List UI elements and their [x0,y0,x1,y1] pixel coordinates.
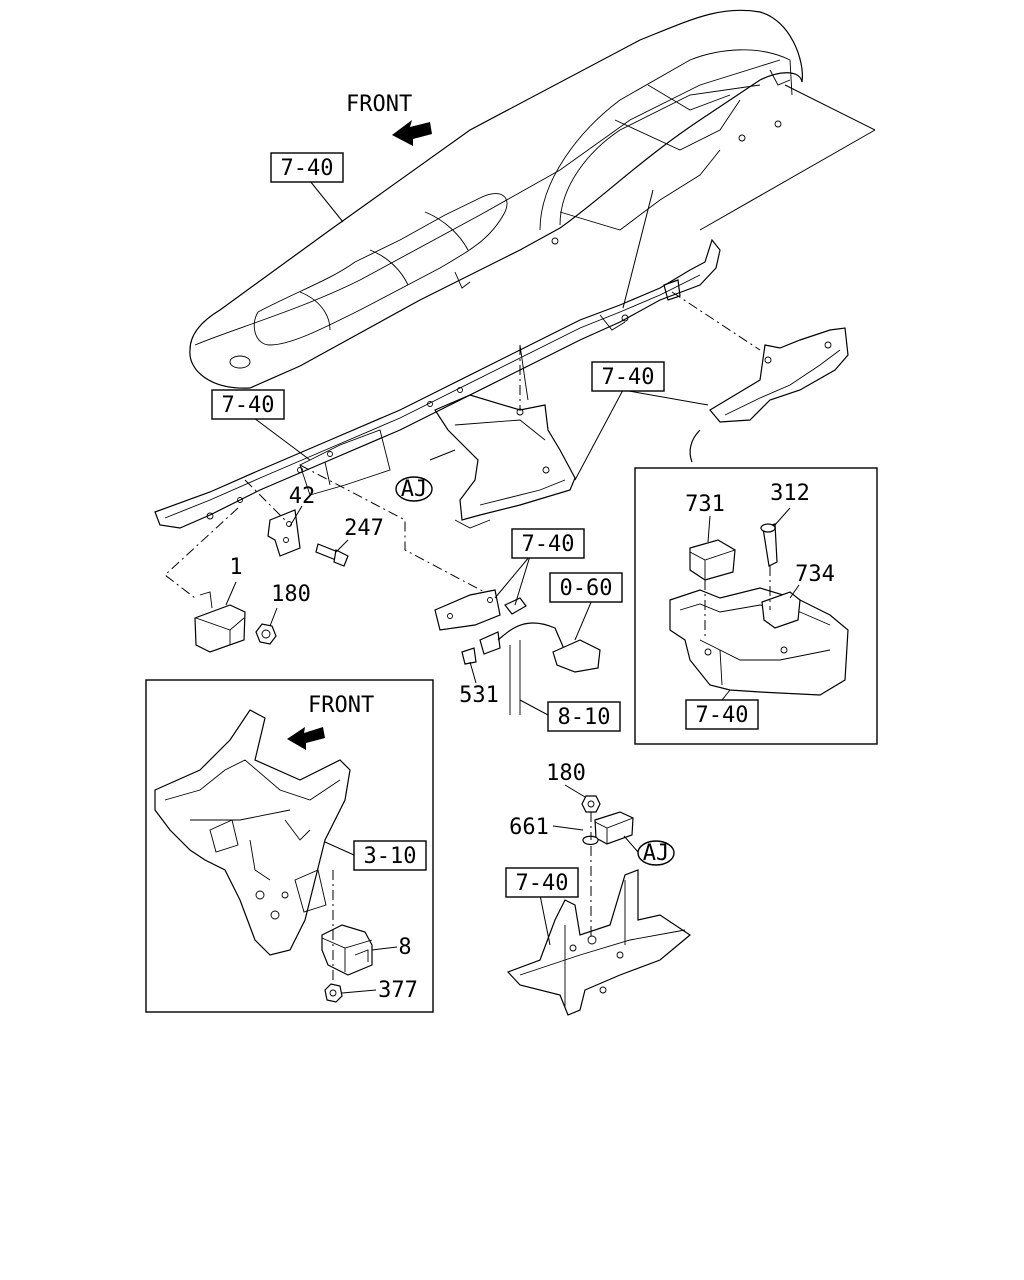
cross-beam [154,238,721,529]
module-1 [194,591,246,653]
right-bracket [663,279,849,463]
ref-7-40-right: 7-40 [591,361,665,392]
svg-text:7-40: 7-40 [522,532,575,557]
svg-text:7-40: 7-40 [222,393,275,418]
front-arrow-top: FRONT [346,92,432,146]
center-bracket [434,345,576,529]
ref-3-10: 3-10 [353,840,427,871]
svg-text:0-60: 0-60 [560,576,613,601]
part-number-8: 8 [398,935,411,960]
ref-7-40-inset: 7-40 [685,699,759,730]
ref-8-10: 8-10 [547,701,621,732]
part-number-247: 247 [344,516,384,541]
dashboard-panel [189,9,803,389]
aj-callout-2: AJ [637,840,675,866]
nut-180-a [255,623,277,645]
inset-right [634,467,878,745]
part-number-731: 731 [685,492,725,517]
part-number-312: 312 [770,481,810,506]
ref-7-40-bracket: 7-40 [511,528,585,559]
part-number-180-b: 180 [546,761,586,786]
part-number-180-a: 180 [271,582,311,607]
switch-bracket [434,589,601,715]
svg-text:AJ: AJ [643,841,670,866]
part-number-734: 734 [795,562,835,587]
bottom-assembly [506,795,692,1016]
svg-text:3-10: 3-10 [364,844,417,869]
front-label-top: FRONT [346,92,412,117]
part-number-377: 377 [378,978,418,1003]
ref-7-40-bottom: 7-40 [505,867,579,898]
bracket-42 [267,509,301,557]
svg-text:7-40: 7-40 [516,871,569,896]
part-number-661: 661 [509,815,549,840]
leader-lines [225,84,876,994]
svg-text:7-40: 7-40 [281,156,334,181]
svg-text:AJ: AJ [401,477,428,502]
part-number-531: 531 [459,683,499,708]
ref-7-40-beam: 7-40 [211,389,285,420]
ref-7-40-dash: 7-40 [270,152,344,183]
bolt-247 [315,543,349,567]
part-number-1: 1 [229,555,242,580]
svg-text:8-10: 8-10 [558,705,611,730]
aj-callout-1: AJ [395,476,433,502]
svg-text:7-40: 7-40 [696,703,749,728]
ref-0-60: 0-60 [549,572,623,603]
front-label-inset: FRONT [308,693,374,718]
svg-text:7-40: 7-40 [602,365,655,390]
part-number-42: 42 [289,484,316,509]
